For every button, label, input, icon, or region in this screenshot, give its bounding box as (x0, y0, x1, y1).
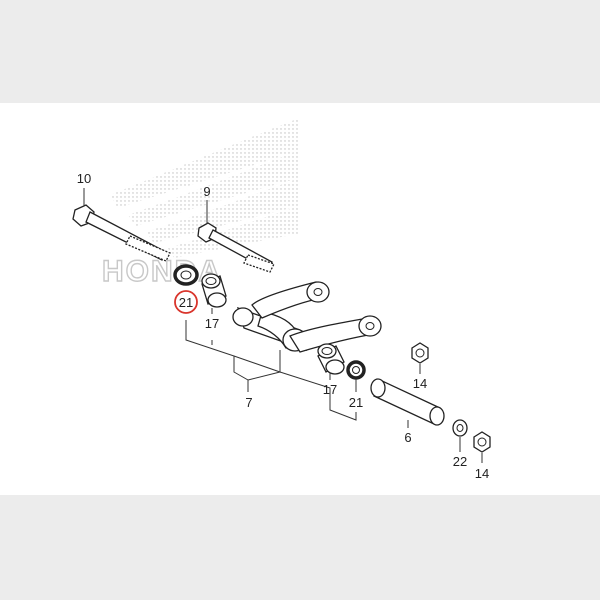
collar-6[interactable] (370, 378, 445, 426)
part-label-21-left[interactable]: 21 (179, 295, 193, 310)
washer-22[interactable] (452, 419, 468, 437)
shock-link-arm-7[interactable] (232, 281, 382, 353)
part-label-17-right[interactable]: 17 (323, 382, 337, 397)
part-labels: 10 9 21 17 7 17 21 14 6 22 14 (77, 171, 489, 481)
nut-14-upper[interactable] (411, 342, 429, 364)
leader-lines (83, 188, 483, 463)
part-label-14-lower[interactable]: 14 (475, 466, 489, 481)
needle-bearing-17-left[interactable] (201, 273, 227, 308)
part-label-7[interactable]: 7 (245, 395, 252, 410)
nut-14-lower[interactable] (473, 431, 491, 453)
part-label-21-right[interactable]: 21 (349, 395, 363, 410)
part-label-10[interactable]: 10 (77, 171, 91, 186)
bolt-10[interactable] (72, 204, 171, 262)
part-label-17-left[interactable]: 17 (205, 316, 219, 331)
part-label-22[interactable]: 22 (453, 454, 467, 469)
part-label-6[interactable]: 6 (404, 430, 411, 445)
bolt-9[interactable] (197, 222, 275, 273)
honda-wing-watermark-icon: HONDA (101, 118, 300, 289)
dust-seal-21-left[interactable] (173, 264, 199, 286)
highlight-circle (174, 290, 198, 314)
part-label-9[interactable]: 9 (203, 184, 210, 199)
needle-bearing-17-right[interactable] (317, 343, 345, 375)
dust-seal-21-right[interactable] (346, 360, 366, 380)
part-label-14-upper[interactable]: 14 (413, 376, 427, 391)
